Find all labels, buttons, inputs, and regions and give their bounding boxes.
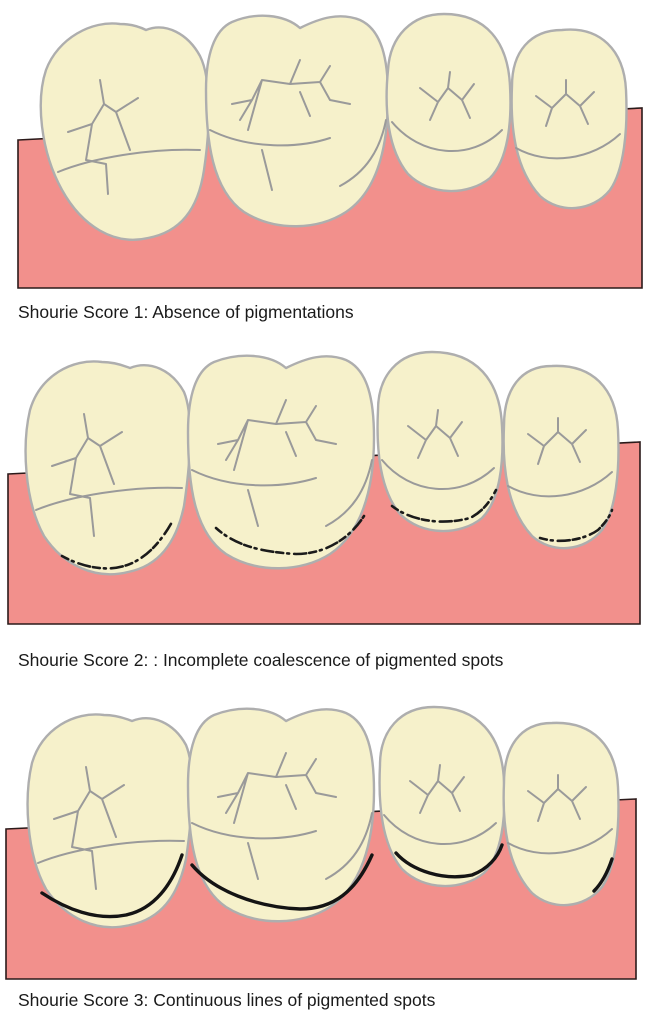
teeth-illustration-score-3 <box>5 705 637 980</box>
tooth-premolar-2 <box>502 721 620 907</box>
pigmented-spots-incomplete <box>60 488 614 570</box>
pigmented-lines-continuous <box>40 843 614 919</box>
caption-score-1: Shourie Score 1: Absence of pigmentation… <box>18 302 354 322</box>
panel-score-2: Shourie Score 2: : Incomplete coalescenc… <box>0 340 652 680</box>
tooth-premolar-1 <box>376 350 504 533</box>
tooth-premolar-2 <box>502 364 620 550</box>
caption-score-2: Shourie Score 2: : Incomplete coalescenc… <box>18 650 504 670</box>
tooth-molar-1 <box>39 22 210 241</box>
tooth-molar-2 <box>186 354 376 570</box>
tooth-premolar-1 <box>378 705 506 888</box>
tooth-molar-1 <box>24 360 192 576</box>
tooth-premolar-1 <box>385 12 512 193</box>
panel-score-1: Shourie Score 1: Absence of pigmentation… <box>0 0 652 330</box>
tooth-premolar-2 <box>510 28 628 210</box>
teeth-illustration-score-1 <box>17 12 643 289</box>
panel-score-3: Shourie Score 3: Continuous lines of pig… <box>0 695 652 1015</box>
tooth-molar-2 <box>204 14 390 228</box>
tooth-molar-2 <box>186 707 376 923</box>
teeth-illustration-score-2 <box>7 350 641 625</box>
caption-score-3: Shourie Score 3: Continuous lines of pig… <box>18 990 436 1010</box>
tooth-molar-1 <box>26 713 194 929</box>
